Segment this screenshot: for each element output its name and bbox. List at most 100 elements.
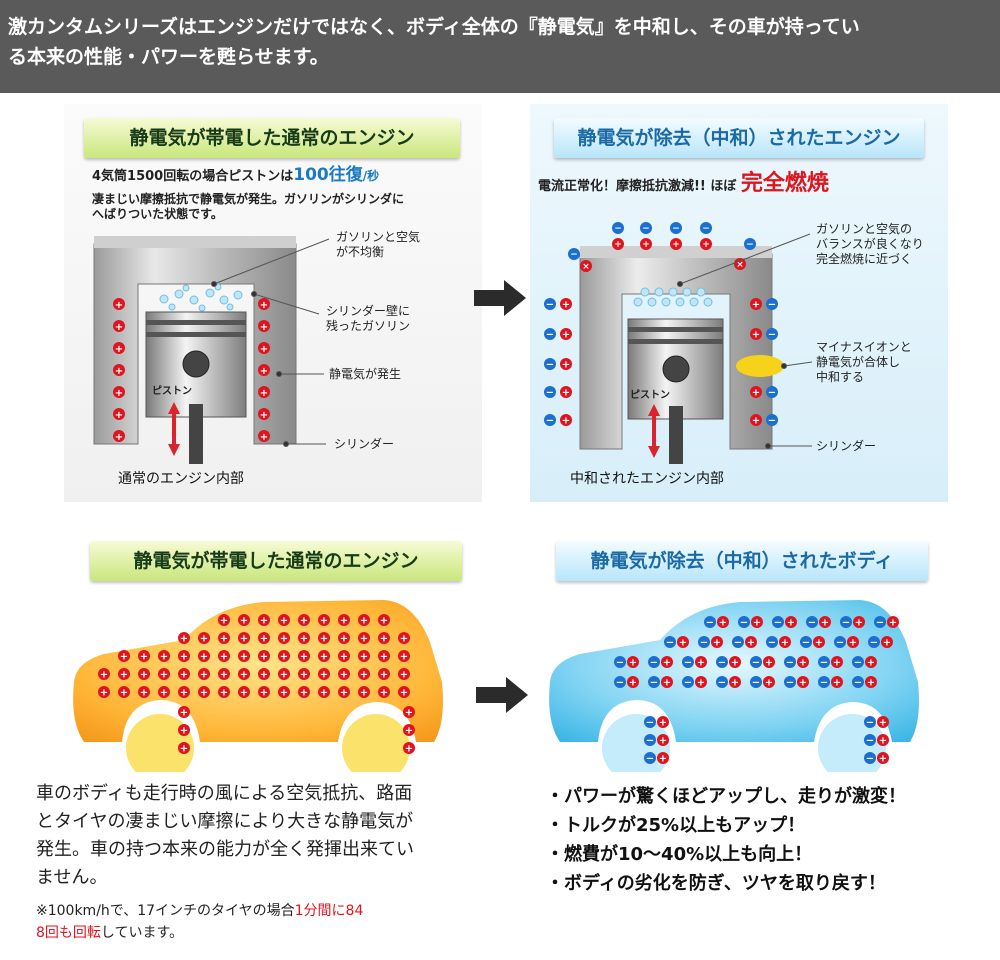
charge-symbol: +: [340, 634, 348, 645]
plus-charge-icon: [98, 686, 110, 698]
charge-symbol: +: [180, 688, 188, 699]
plus-charge-icon: [729, 656, 741, 668]
plus-charge-icon: [378, 614, 390, 626]
minus-charge-icon: [682, 676, 694, 688]
label-residue-1: シリンダー壁に: [326, 304, 411, 318]
charge-symbol: −: [546, 416, 554, 427]
svg-text:−: −: [746, 240, 754, 250]
plus-charge-icon: [657, 752, 669, 764]
minus-charge-icon: [682, 656, 694, 668]
label-neutralize-1: マイナスイオンと: [816, 340, 912, 354]
minus-charge-icon: [852, 656, 864, 668]
charge-symbol: +: [380, 688, 388, 699]
piston-speed-unit: /秒: [362, 169, 380, 183]
plus-charge-icon: [751, 616, 763, 628]
plus-charge-icon: [138, 668, 150, 680]
plus-charge-icon: [258, 632, 270, 644]
svg-text:−: −: [642, 224, 650, 234]
minus-charge-icon: [544, 358, 556, 370]
charge-symbol: +: [679, 638, 687, 649]
plus-charge-icon: [178, 742, 190, 754]
plus-charge-icon: [98, 668, 110, 680]
minus-charge-icon: [806, 616, 818, 628]
minus-charge-icon: [800, 636, 812, 648]
charge-symbol: +: [280, 652, 288, 663]
minus-charge-icon: [868, 636, 880, 648]
benefits-list: ・パワーが驚くほどアップし、走りが激変！ ・トルクが25%以上もアップ！ ・燃費…: [546, 782, 906, 898]
plus-charge-icon: [853, 616, 865, 628]
minus-charge-icon: [544, 298, 556, 310]
minus-charge-icon: [716, 676, 728, 688]
charge-symbol: +: [719, 618, 727, 629]
charge-symbol: +: [787, 618, 795, 629]
charge-symbol: −: [718, 658, 726, 669]
plus-charge-icon: [831, 676, 843, 688]
label-cylinder-neutral: シリンダー: [816, 439, 877, 453]
minus-charge-icon: [766, 328, 778, 340]
plus-charge-icon: [819, 616, 831, 628]
charge-symbol: +: [867, 678, 875, 689]
charge-symbol: −: [768, 388, 776, 399]
plus-charge-icon: [138, 650, 150, 662]
charge-symbol: −: [870, 638, 878, 649]
plus-charge-icon: [358, 668, 370, 680]
charge-symbol: +: [380, 616, 388, 627]
plus-charge-icon: [797, 656, 809, 668]
plus-charge-icon: [258, 614, 270, 626]
charge-symbol: +: [100, 688, 108, 699]
plus-charge-icon: [750, 298, 762, 310]
header-line-2: る本来の性能・パワーを甦らせます。: [8, 46, 329, 68]
piston-speed-value: 100往復: [293, 165, 363, 185]
charge-symbol: −: [616, 658, 624, 669]
plus-charge-icon: [847, 636, 859, 648]
charge-symbol: +: [180, 744, 188, 755]
charge-symbol: +: [659, 736, 667, 747]
charge-symbol: +: [240, 670, 248, 681]
tire-note: ※100km/hで、17インチのタイヤの場合1分間に84 8回も回転しています。: [36, 900, 363, 944]
charge-symbol: +: [100, 670, 108, 681]
plus-charge-icon: [318, 614, 330, 626]
svg-text:+: +: [672, 240, 680, 250]
normal-engine-diagram: ピストン ++++ +++ ++++ +++: [93, 236, 330, 464]
svg-text:×: ×: [736, 260, 744, 270]
charge-symbol: +: [120, 652, 128, 663]
charge-symbol: −: [768, 300, 776, 311]
charge-symbol: +: [815, 638, 823, 649]
charge-symbol: −: [666, 638, 674, 649]
charge-symbol: +: [400, 634, 408, 645]
charge-symbol: +: [180, 652, 188, 663]
plus-charge-icon: [318, 632, 330, 644]
plus-charge-icon: [318, 668, 330, 680]
charge-symbol: −: [718, 678, 726, 689]
svg-text:+: +: [260, 410, 268, 421]
charge-symbol: −: [768, 416, 776, 427]
svg-text:×: ×: [582, 262, 590, 272]
charge-symbol: −: [854, 678, 862, 689]
plus-charge-icon: [797, 676, 809, 688]
neutralized-engine-diagram: ピストン − + − + − + − + − × − × −++−−++−−++…: [544, 222, 813, 464]
charge-symbol: +: [320, 634, 328, 645]
plus-charge-icon: [887, 616, 899, 628]
normal-engine-title: 静電気が帯電した通常のエンジン: [84, 118, 460, 158]
svg-text:+: +: [260, 388, 268, 399]
plus-charge-icon: [178, 650, 190, 662]
minus-charge-icon: [644, 752, 656, 764]
minus-charge-icon: [544, 414, 556, 426]
svg-text:+: +: [115, 344, 123, 355]
piston-label: ピストン: [152, 385, 192, 397]
label-neutralize-3: 中和する: [816, 370, 865, 384]
plus-charge-icon: [178, 668, 190, 680]
body-explanation: 車のボディも走行時の風による空気抵抗、路面 とタイヤの凄まじい摩擦により大きな静…: [36, 780, 414, 892]
plus-charge-icon: [338, 650, 350, 662]
plus-charge-icon: [358, 632, 370, 644]
minus-charge-icon: [648, 676, 660, 688]
charge-symbol: +: [752, 388, 760, 399]
charge-symbol: −: [752, 658, 760, 669]
label-cylinder: シリンダー: [334, 437, 395, 451]
charge-symbol: +: [697, 678, 705, 689]
benefit-item: ・燃費が10～40%以上も向上！: [546, 844, 813, 865]
charge-symbol: +: [300, 652, 308, 663]
plus-charge-icon: [338, 614, 350, 626]
charge-symbol: +: [300, 634, 308, 645]
plus-charge-icon: [398, 650, 410, 662]
